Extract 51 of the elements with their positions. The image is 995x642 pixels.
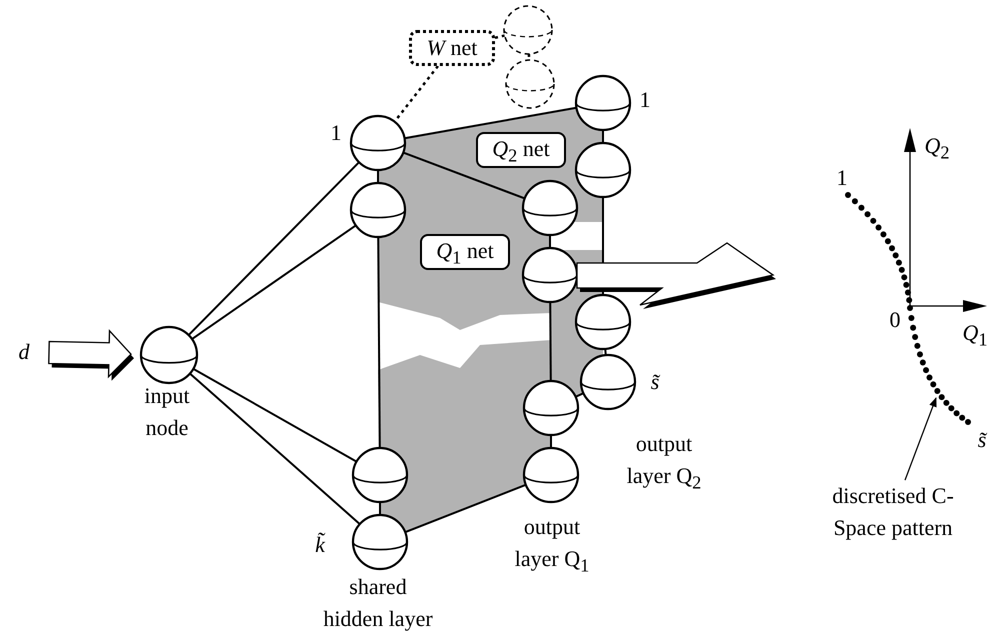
- net-label-tag: Q$_{1}$ net: [420, 234, 510, 270]
- index-label: 1: [638, 86, 652, 114]
- net-label-tag: Q$_{2}$ net: [476, 132, 566, 168]
- index-label: 1: [330, 119, 342, 148]
- neuron-circle: [352, 446, 408, 504]
- dashed-neuron-circle: [503, 5, 553, 55]
- index-label: 1: [836, 164, 848, 192]
- layer-caption: output layer Q$_{1}$: [514, 513, 590, 578]
- neuron-circle: [352, 514, 408, 570]
- index-label: k̃: [314, 531, 326, 560]
- dashed-neuron-circle: [505, 59, 555, 109]
- neuron-circle: [350, 114, 406, 172]
- layer-caption: output layer Q$_{2}$: [626, 430, 702, 494]
- caption-text: discretised C-Space pattern: [818, 480, 968, 544]
- axis-label: Q$_{1}$: [961, 319, 989, 352]
- net-label-tag: W net: [409, 30, 495, 66]
- axis-label: Q$_{2}$: [923, 132, 951, 164]
- index-label: s̃: [650, 368, 661, 396]
- neuron-circle: [522, 246, 578, 304]
- index-label: s̃: [976, 426, 988, 454]
- connection-line: [188, 162, 360, 336]
- block-arrow: [48, 329, 134, 381]
- connection-line: [404, 106, 577, 140]
- leader-line: [904, 397, 937, 480]
- block-arrow: [576, 242, 776, 309]
- connection-line: [377, 170, 379, 183]
- connection-line: [602, 130, 604, 143]
- connection-line: [494, 34, 505, 40]
- connection-line: [191, 224, 356, 340]
- neuron-circle: [522, 380, 580, 436]
- connection-line: [402, 152, 526, 200]
- connection-line: [379, 502, 381, 515]
- connection-line: [404, 484, 526, 534]
- index-label: 0: [888, 306, 902, 334]
- variable-label: d: [9, 336, 39, 368]
- layer-caption: shared hidden layer: [322, 573, 434, 633]
- connection-line: [549, 302, 552, 381]
- neuron-circle: [580, 354, 636, 410]
- neuron-circle: [522, 180, 578, 236]
- connection-line: [192, 368, 358, 463]
- neuron-circle: [574, 294, 632, 350]
- neuron-circle: [574, 74, 632, 132]
- connection-line: [550, 435, 552, 448]
- connection-line: [549, 235, 551, 248]
- node-caption: input node: [143, 382, 191, 442]
- neuron-circle: [350, 182, 406, 238]
- neuron-circle: [574, 142, 632, 198]
- neuron-circle: [522, 446, 580, 504]
- neuron-circle: [140, 326, 198, 384]
- connection-line: [189, 372, 360, 525]
- connection-line: [377, 237, 381, 448]
